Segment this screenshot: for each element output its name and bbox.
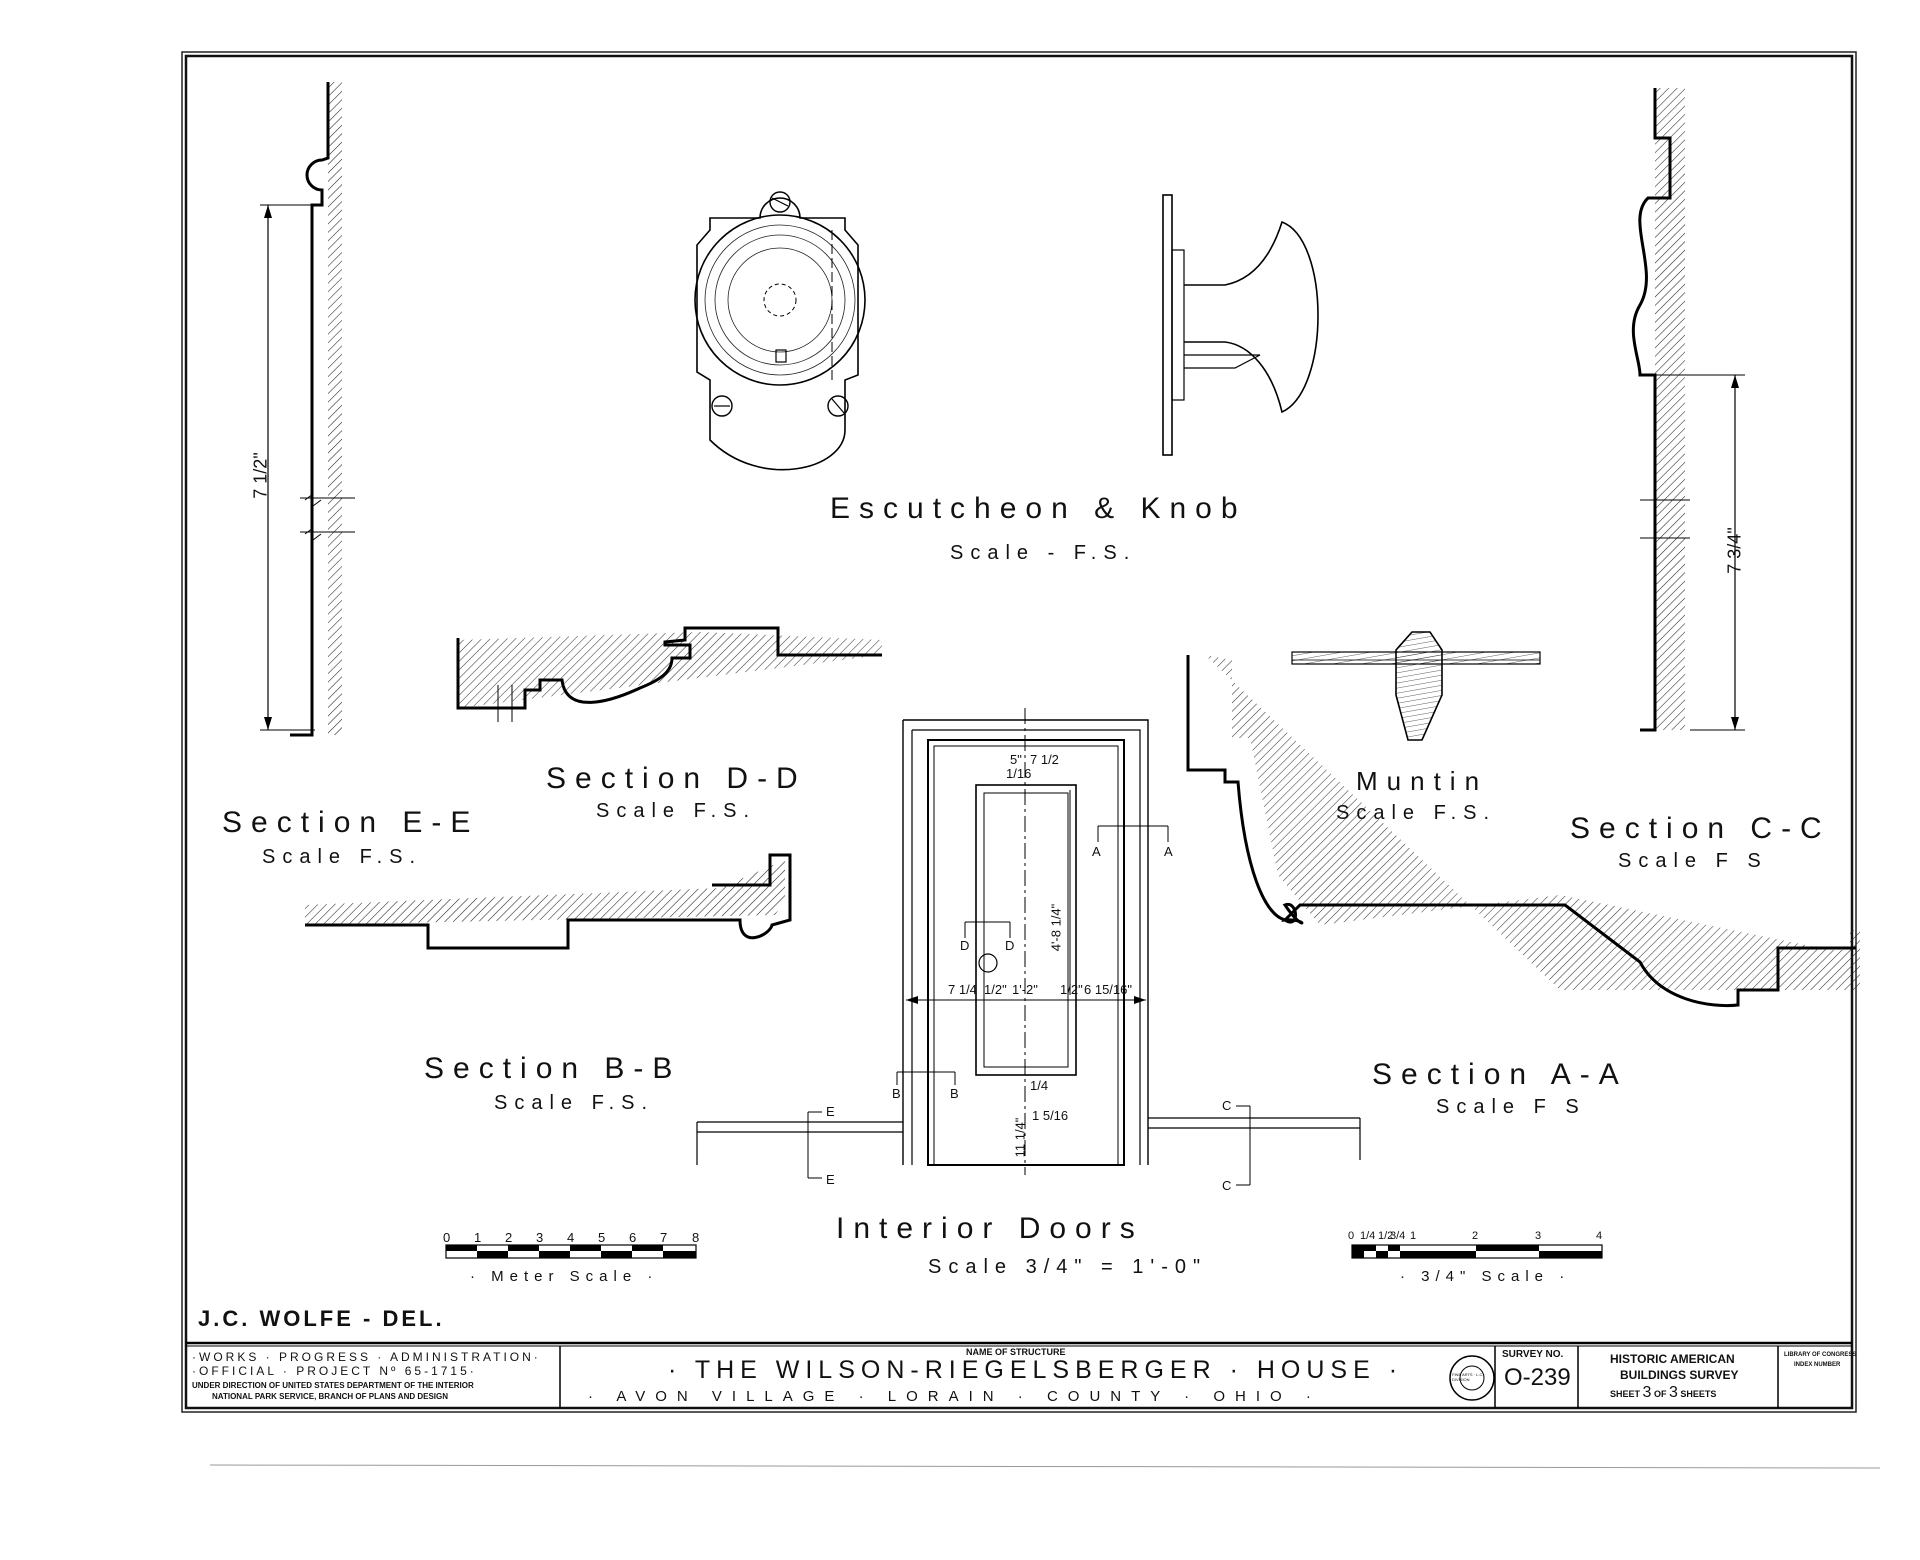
sheet-outer-border xyxy=(181,51,1857,1413)
inch-tick-1: 1/4 xyxy=(1360,1230,1376,1242)
section-bb-title: Section B-B xyxy=(424,1052,682,1085)
wpa-line-1: ·WORKS · PROGRESS · ADMINISTRATION· xyxy=(192,1350,541,1364)
ee-height-dim: 7 1/2" xyxy=(250,452,271,499)
wpa-line-4: NATIONAL PARK SERVICE, BRANCH OF PLANS A… xyxy=(212,1392,449,1401)
inch-tick-2: 1/2 xyxy=(1378,1230,1394,1242)
section-mark-b-left: B xyxy=(892,1086,901,1101)
interior-door-elevation xyxy=(696,708,1361,1186)
meter-tick-7: 7 xyxy=(660,1230,668,1245)
meter-tick-5: 5 xyxy=(598,1230,606,1245)
section-ee-profile xyxy=(260,82,355,737)
delineator-credit: J.C. WOLFE - DEL. xyxy=(198,1306,445,1331)
section-cc-title: Section C-C xyxy=(1570,812,1831,845)
interior-doors-scale: Scale 3/4" = 1'-0" xyxy=(928,1256,1208,1278)
sheet-total: 3 xyxy=(1668,1384,1678,1401)
escutcheon-scale: Scale - F.S. xyxy=(950,542,1137,564)
section-mark-e-bottom: E xyxy=(826,1172,835,1187)
section-dd-profile xyxy=(456,626,882,722)
wpa-line-3: UNDER DIRECTION OF UNITED STATES DEPARTM… xyxy=(192,1381,474,1390)
sheet-info: SHEET 3 OF 3 SHEETS xyxy=(1610,1384,1716,1402)
section-mark-c-top: C xyxy=(1222,1098,1232,1113)
bottom-edge-line xyxy=(209,1464,1881,1469)
inch-scale-bar xyxy=(1351,1244,1603,1259)
section-mark-d-right: D xyxy=(1005,938,1015,953)
meter-tick-1: 1 xyxy=(474,1230,482,1245)
section-ee-scale: Scale F.S. xyxy=(262,846,423,868)
inch-tick-6: 3 xyxy=(1535,1230,1542,1242)
muntin-profile xyxy=(1291,631,1541,741)
door-lower-2-dim: 1 5/16 xyxy=(1032,1108,1069,1123)
meter-scale-bar xyxy=(445,1244,697,1259)
loc-line-1: LIBRARY OF CONGRESS xyxy=(1784,1352,1857,1358)
section-ee-title: Section E-E xyxy=(222,806,480,839)
inch-tick-4: 1 xyxy=(1410,1230,1417,1242)
door-upper-panel-dim: 4'-8 1/4" xyxy=(1048,903,1064,952)
inch-tick-7: 4 xyxy=(1596,1230,1603,1242)
muntin-scale: Scale F.S. xyxy=(1336,802,1497,824)
section-aa-title: Section A-A xyxy=(1372,1058,1628,1091)
knob-side-view xyxy=(1162,194,1319,456)
door-top-rail-dim: 5" xyxy=(1010,752,1022,767)
door-half-dim: 1/2" xyxy=(984,982,1007,997)
habs-line-2: BUILDINGS SURVEY xyxy=(1620,1368,1739,1382)
door-top-sub-dim: 7 1/2 xyxy=(1030,752,1059,767)
section-dd-scale: Scale F.S. xyxy=(596,800,757,822)
cc-height-dim: 7 3/4" xyxy=(1724,527,1745,574)
structure-name: · THE WILSON-RIEGELSBERGER · HOUSE · xyxy=(668,1356,1404,1384)
section-bb-scale: Scale F.S. xyxy=(494,1092,655,1114)
sheet-of: OF xyxy=(1653,1389,1667,1399)
section-mark-c-bottom: C xyxy=(1222,1178,1232,1193)
interior-doors-title: Interior Doors xyxy=(836,1212,1144,1245)
door-panel-width-dim: 1'-2" xyxy=(1012,982,1038,997)
division-seal-text: FINE ARTS · L.C. · DIVISION xyxy=(1452,1372,1486,1382)
meter-tick-4: 4 xyxy=(567,1230,575,1245)
door-lower-dim: 11 1/4" xyxy=(1012,1117,1028,1158)
sheet-number: 3 xyxy=(1642,1384,1652,1401)
section-aa-scale: Scale F S xyxy=(1436,1096,1586,1118)
door-top-rail-2-dim: 1/16 xyxy=(1006,766,1032,781)
sheet-inner-border xyxy=(184,54,1854,1410)
meter-scale-label: · Meter Scale · xyxy=(470,1268,659,1285)
survey-label: SURVEY NO. xyxy=(1502,1349,1564,1360)
muntin-title: Muntin xyxy=(1356,766,1489,796)
section-cc-scale: Scale F S xyxy=(1618,850,1768,872)
inch-tick-0: 0 xyxy=(1348,1230,1355,1242)
section-aa-profile xyxy=(1186,655,1860,1008)
door-right-dim: 6 15/16" xyxy=(1084,982,1132,997)
inch-tick-3: 3/4 xyxy=(1390,1230,1406,1242)
section-mark-b-right: B xyxy=(950,1086,959,1101)
sheet-suffix: SHEETS xyxy=(1680,1389,1717,1399)
meter-tick-3: 3 xyxy=(536,1230,544,1245)
door-stile-dim: 7 1/4 xyxy=(948,982,977,997)
meter-tick-8: 8 xyxy=(692,1230,700,1245)
door-mid-dim: 1/4 xyxy=(1030,1078,1049,1093)
structure-location: · AVON VILLAGE · LORAIN · COUNTY · OHIO … xyxy=(588,1388,1321,1405)
door-small-dim: 1/2" xyxy=(1060,982,1083,997)
sheet-prefix: SHEET xyxy=(1610,1389,1641,1399)
survey-number: O-239 xyxy=(1504,1364,1571,1391)
wpa-line-2: ·OFFICIAL · PROJECT Nº 65-1715· xyxy=(192,1364,477,1378)
inch-scale-label: · 3/4" Scale · xyxy=(1400,1268,1571,1285)
section-mark-a-right: A xyxy=(1164,844,1173,859)
loc-line-2: INDEX NUMBER xyxy=(1794,1362,1841,1368)
meter-tick-2: 2 xyxy=(505,1230,513,1245)
section-mark-d-left: D xyxy=(960,938,970,953)
section-mark-e-top: E xyxy=(826,1104,835,1119)
structure-name-label: NAME OF STRUCTURE xyxy=(966,1347,1066,1357)
meter-tick-6: 6 xyxy=(629,1230,637,1245)
section-bb-profile xyxy=(305,853,792,950)
meter-tick-0: 0 xyxy=(443,1230,451,1245)
escutcheon-title: Escutcheon & Knob xyxy=(830,492,1247,525)
section-cc-profile xyxy=(1631,88,1745,732)
habs-line-1: HISTORIC AMERICAN xyxy=(1610,1352,1735,1366)
section-mark-a-left: A xyxy=(1092,844,1101,859)
title-block-frame xyxy=(186,1341,1852,1408)
escutcheon-front-view xyxy=(694,191,866,471)
section-dd-title: Section D-D xyxy=(546,762,807,795)
inch-tick-5: 2 xyxy=(1472,1230,1479,1242)
